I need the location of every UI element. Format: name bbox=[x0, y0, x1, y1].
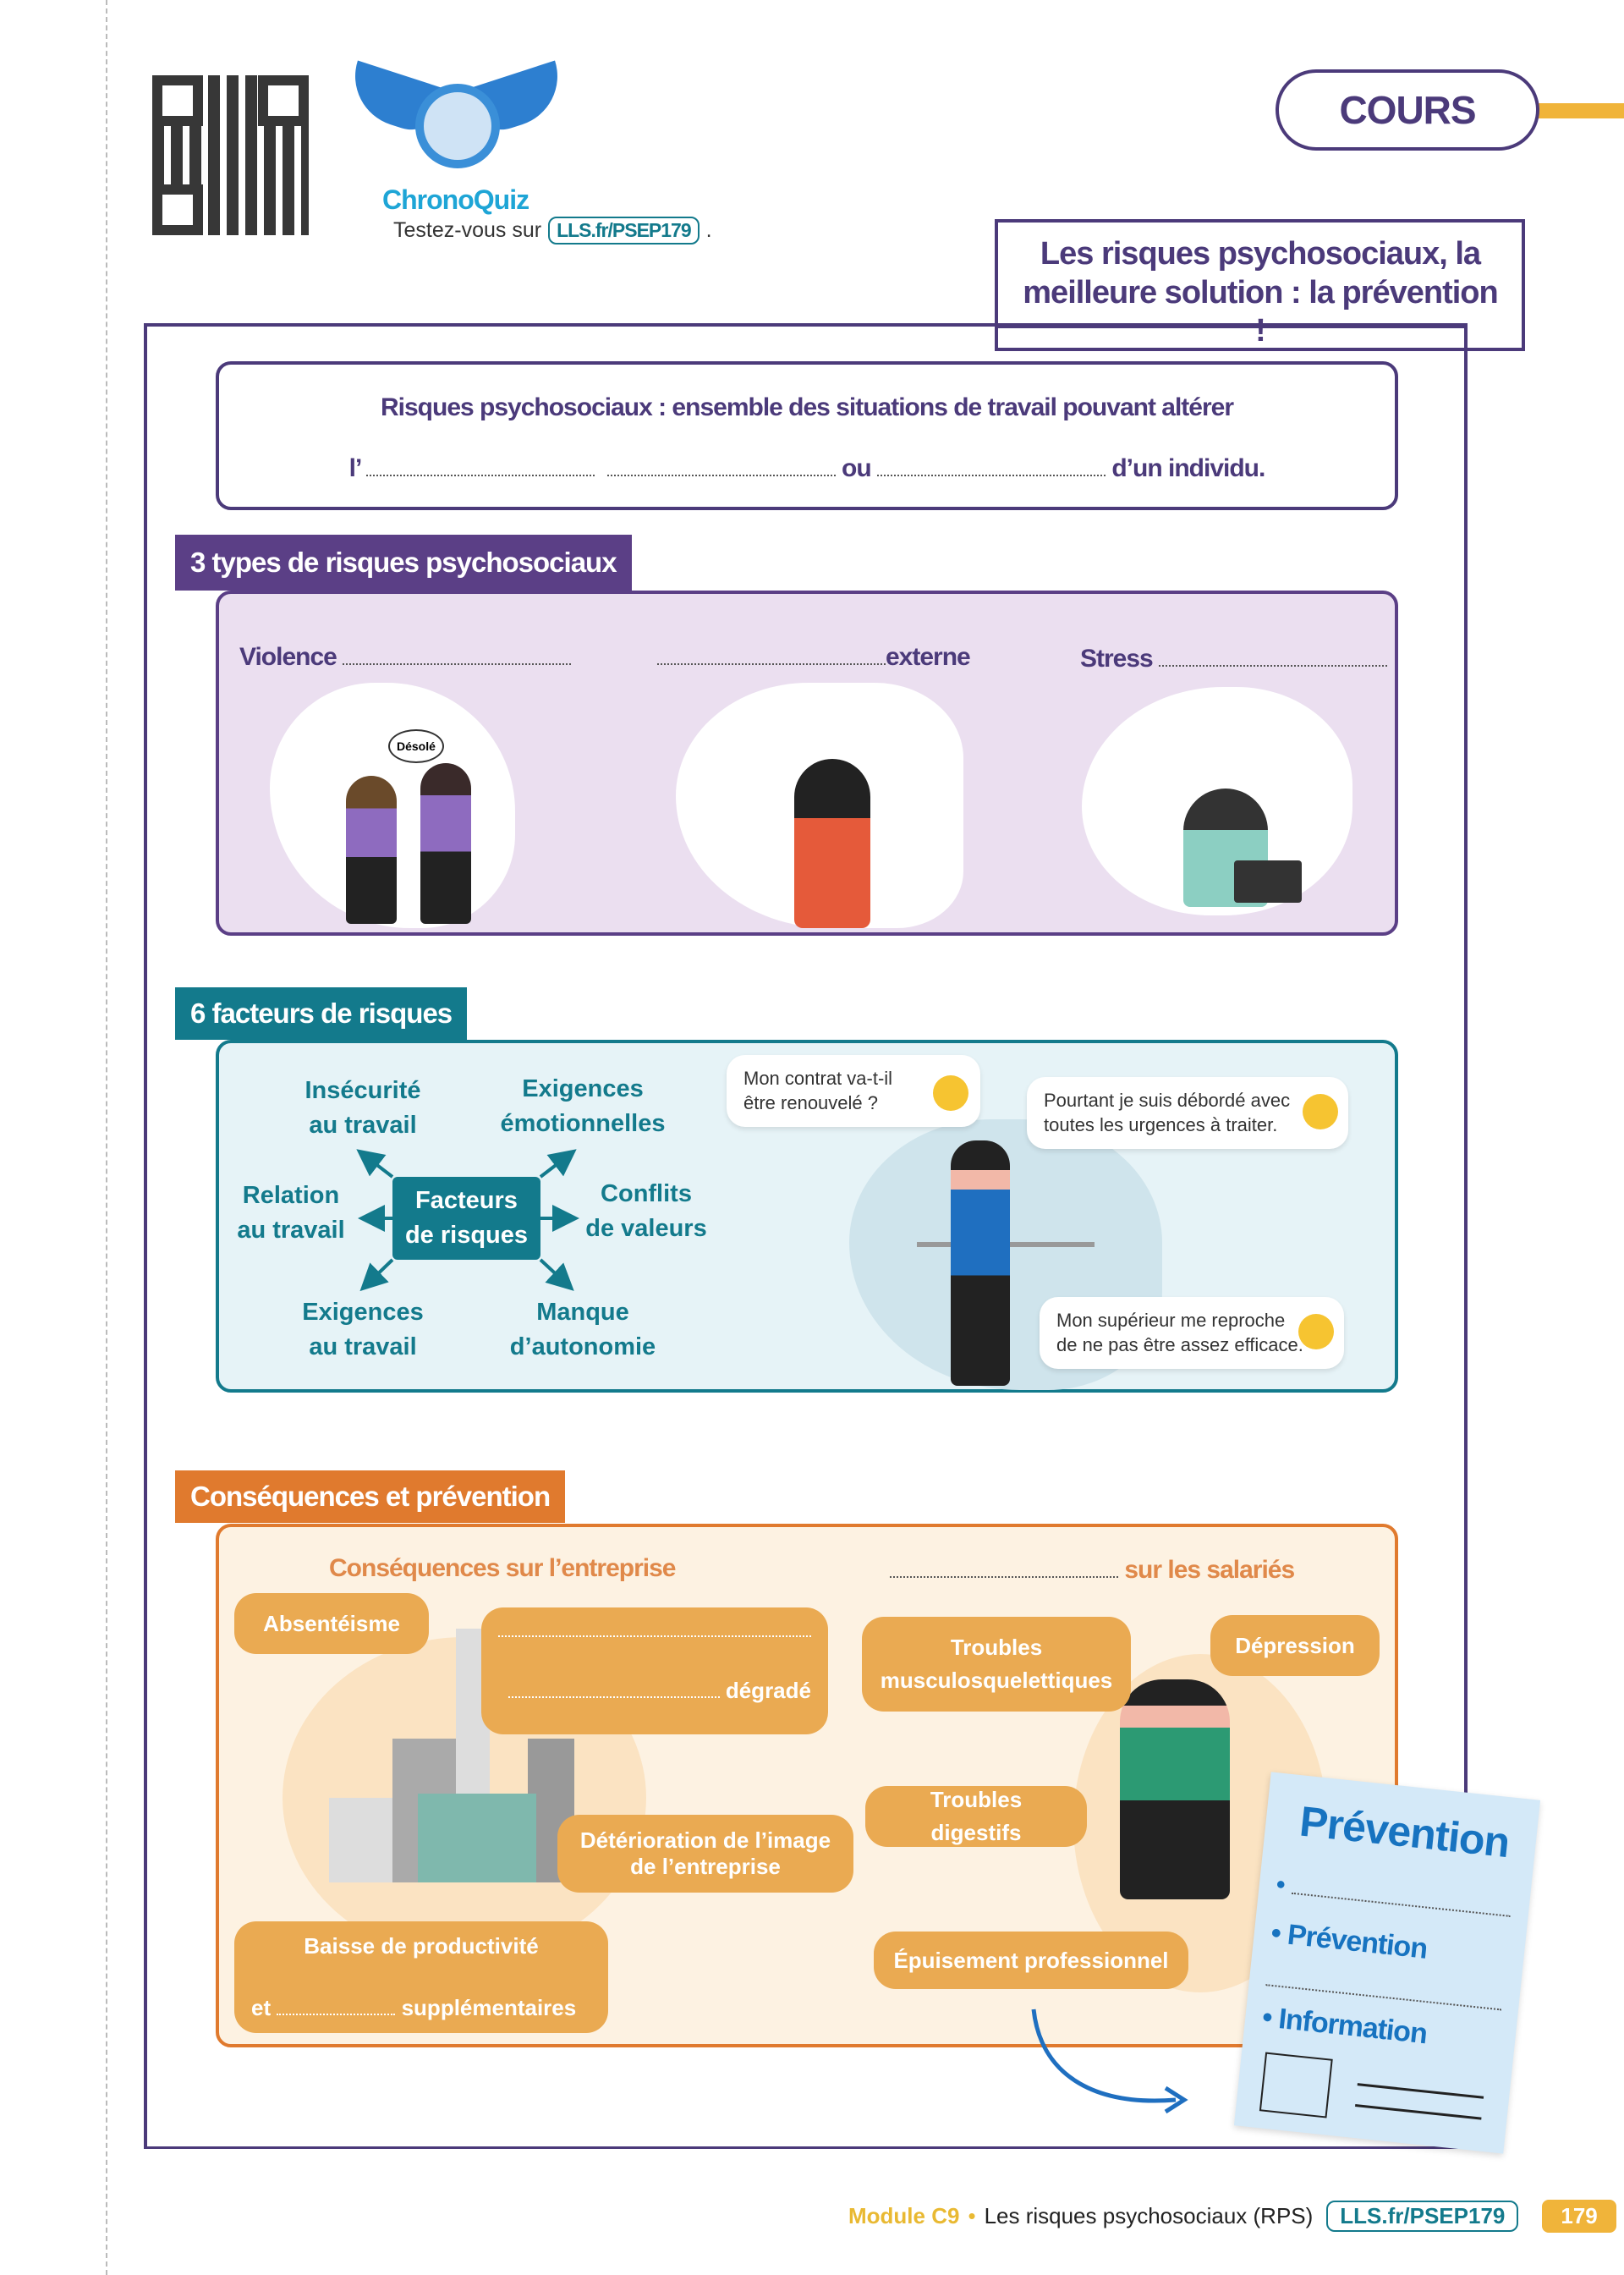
laptop-icon bbox=[1234, 860, 1302, 903]
prevention-card: Prévention • • Prévention • Information bbox=[1233, 1772, 1541, 2154]
blank-field[interactable] bbox=[606, 475, 836, 476]
type-external: externe bbox=[657, 643, 971, 672]
types-tag: 3 types de risques psychosociaux bbox=[175, 535, 632, 591]
blank-field[interactable] bbox=[343, 663, 572, 665]
quiz-prompt-text: Testez-vous sur bbox=[393, 218, 542, 242]
quiz-prompt: Testez-vous sur LLS.fr/PSEP179. bbox=[393, 217, 712, 245]
factor-arrows bbox=[356, 1149, 579, 1292]
blank-field[interactable] bbox=[1159, 665, 1388, 667]
definition-box: Risques psychosociaux : ensemble des sit… bbox=[216, 361, 1398, 510]
violence-illustration: Désolé bbox=[270, 683, 515, 928]
cours-badge: COURS bbox=[1276, 69, 1539, 151]
consequences-tag: Conséquences et prévention bbox=[175, 1470, 566, 1523]
factors-tag: 6 facteurs de risques bbox=[175, 987, 468, 1040]
bubble-productivity: Baisse de productivité et supplémentaire… bbox=[234, 1921, 608, 2033]
margin-guide bbox=[106, 0, 107, 2275]
blank-field[interactable] bbox=[366, 475, 595, 476]
chronoquiz-logo[interactable] bbox=[342, 60, 571, 184]
curved-arrow-icon bbox=[1031, 2008, 1188, 2114]
footer-module: Module C9 bbox=[848, 2203, 960, 2228]
bubble-digestive: Troubles digestifs bbox=[865, 1786, 1087, 1847]
blank-field[interactable] bbox=[890, 1576, 1118, 1578]
worried-man-icon bbox=[1120, 1679, 1230, 1899]
main-frame bbox=[144, 323, 1468, 2149]
footer-bullet: • bbox=[968, 2203, 976, 2228]
form-box-icon bbox=[1259, 2052, 1333, 2118]
footer-chapter: Les risques psychosociaux (RPS) bbox=[984, 2203, 1314, 2228]
chronoquiz-brand: ChronoQuiz bbox=[382, 184, 529, 215]
prevention-blank-item: • bbox=[1275, 1871, 1512, 1924]
title-box bbox=[995, 219, 1525, 351]
thinking-man-icon bbox=[951, 1140, 1010, 1386]
blank-field[interactable] bbox=[657, 663, 886, 665]
person-icon bbox=[346, 776, 397, 924]
buildings-illustration bbox=[329, 1629, 583, 1882]
blank-field[interactable] bbox=[1291, 1892, 1511, 1917]
blank-field[interactable] bbox=[877, 475, 1106, 476]
quiz-link[interactable]: LLS.fr/PSEP179 bbox=[548, 217, 700, 245]
definition-blanks: l’ ou d’un individu. bbox=[348, 454, 1266, 482]
types-box: Violence externe Stress Désolé bbox=[216, 591, 1398, 936]
section-orange-bar bbox=[1529, 103, 1624, 118]
type-violence: Violence bbox=[239, 643, 572, 672]
crying-emoji-icon bbox=[1298, 1314, 1334, 1349]
page-number: 179 bbox=[1542, 2200, 1616, 2233]
company-heading: Conséquences sur l’entreprise bbox=[329, 1554, 676, 1582]
page-title: Les risques psychosociaux, la meilleure … bbox=[1023, 236, 1498, 349]
distressed-emoji-icon bbox=[1303, 1094, 1338, 1129]
blank-field[interactable] bbox=[508, 1695, 720, 1698]
speech-sorry: Désolé bbox=[388, 729, 444, 763]
external-violence-illustration bbox=[676, 683, 963, 928]
bubble-degraded: dégradé bbox=[481, 1607, 828, 1734]
stress-illustration bbox=[1082, 687, 1352, 915]
person-icon bbox=[420, 763, 471, 924]
bubble-burnout: Épuisement professionnel bbox=[874, 1932, 1188, 1989]
prevention-item: • Prévention bbox=[1269, 1916, 1429, 1965]
bubble-absenteeism: Absentéisme bbox=[234, 1593, 429, 1654]
qr-code[interactable] bbox=[152, 75, 309, 235]
blank-field[interactable] bbox=[498, 1635, 811, 1637]
consequences-box: Conséquences sur l’entreprise sur les sa… bbox=[216, 1524, 1398, 2047]
prevention-title: Prévention bbox=[1298, 1797, 1512, 1867]
stopwatch-icon bbox=[415, 84, 500, 168]
blank-field[interactable] bbox=[277, 2014, 396, 2015]
employees-heading: sur les salariés bbox=[890, 1556, 1295, 1585]
type-stress: Stress bbox=[1080, 645, 1388, 673]
footer-link[interactable]: LLS.fr/PSEP179 bbox=[1326, 2201, 1519, 2232]
bubble-depression: Dépression bbox=[1210, 1615, 1380, 1676]
house-icon bbox=[418, 1794, 536, 1882]
footer: Module C9 • Les risques psychosociaux (R… bbox=[848, 2200, 1616, 2233]
surprised-emoji-icon bbox=[933, 1075, 968, 1111]
angry-person-icon bbox=[794, 759, 870, 928]
definition-text: Risques psychosociaux : ensemble des sit… bbox=[380, 393, 1234, 421]
information-item: • Information bbox=[1260, 2001, 1429, 2051]
